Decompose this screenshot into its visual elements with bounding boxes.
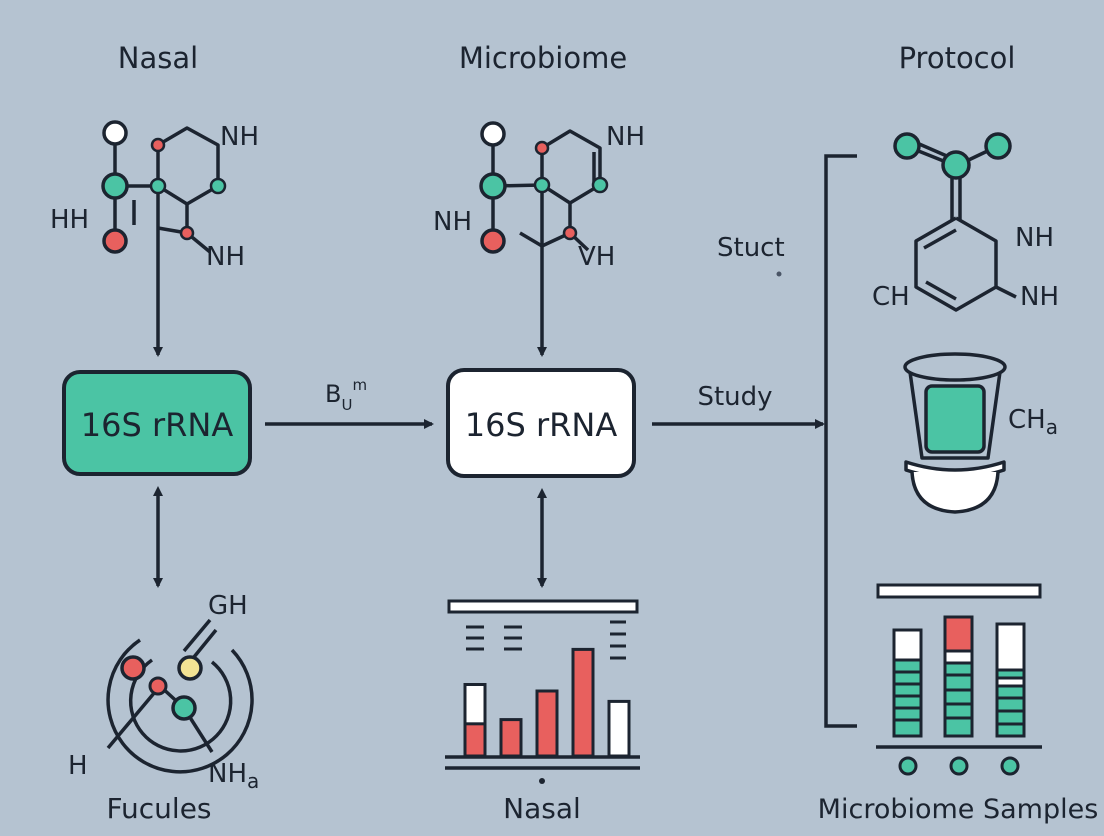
atom-red-small-icon [562,225,578,241]
label-gh: GH [208,591,248,621]
label-nh-top-middle: NH [606,122,645,152]
atom-teal-icon [984,132,1012,160]
chart-bar [607,699,631,758]
atom-red-small-icon [179,225,195,241]
rack-wheel-icon [1000,756,1020,776]
label-ch-right: CH [872,282,910,312]
caption-fucules: Fucules [106,792,211,825]
rack-wheel-icon [898,756,918,776]
cup-label: CHa [1008,405,1058,439]
caption-nasal: Nasal [503,792,581,825]
atom-teal-small-icon [533,176,551,194]
label-nh-bottom: NHa [208,759,259,793]
atom-red-small-icon [150,137,166,153]
box-16s-middle [446,368,636,478]
caption-microbiome-samples: Microbiome Samples [818,794,1099,825]
atom-teal-icon [101,172,129,200]
arrow-label-b: BUm [325,376,367,414]
label-nh-top-left: NH [220,122,259,152]
orbit-diagram [106,618,254,774]
atom-teal-small-icon [591,176,609,194]
label-h: H [68,751,88,781]
atom-teal-small-icon [149,177,167,195]
heading-left: Nasal [118,41,198,75]
label-vh-middle: VH [578,242,615,272]
cup-icon [903,352,1007,514]
chart-bar [571,647,595,758]
atom-teal-icon [479,172,507,200]
heading-right: Protocol [899,41,1016,75]
molecule-left [113,126,220,357]
dot-decor [776,271,782,277]
sample-tube [995,622,1026,738]
label-nh-bottom-right: NH [1020,282,1059,312]
box-16s-left [62,370,252,476]
side-note-stuct: Stuct [717,233,785,263]
atom-teal-small-icon [209,177,227,195]
atom-red-small-icon [148,676,168,696]
atom-red-icon [120,655,146,681]
atom-red-small-icon [534,140,550,156]
sample-tube [892,628,923,738]
label-hh-left: HH [50,205,89,235]
atom-yellow-icon [177,655,203,681]
label-nh-bottom-left: NH [206,242,245,272]
atom-white-icon [102,120,128,146]
chart-middle-bars [463,647,631,758]
chart-middle-gridmarks [466,620,626,660]
box-16s-left-label: 16S rRNA [81,406,234,444]
rack-wheel-icon [949,756,969,776]
box-16s-middle-label: 16S rRNA [465,406,618,444]
atom-teal-icon [171,695,197,721]
atom-teal-icon [941,150,971,180]
heading-middle: Microbiome [459,41,627,75]
sample-tube [943,615,974,738]
chart-bar [535,689,559,758]
label-nh-left-middle: NH [433,207,472,237]
atom-teal-icon [893,132,921,160]
label-nh-top-right: NH [1015,223,1054,253]
bracket-right [824,154,857,728]
atom-red-icon [102,228,128,254]
chart-middle-header [447,599,639,614]
arrow-label-study: Study [697,382,772,412]
atom-red-icon [480,228,506,254]
chart-bar-segment [463,722,487,758]
atom-white-icon [480,121,506,147]
dot-decor [539,778,545,784]
chart-bar [499,718,523,758]
rack-top [876,583,1042,599]
